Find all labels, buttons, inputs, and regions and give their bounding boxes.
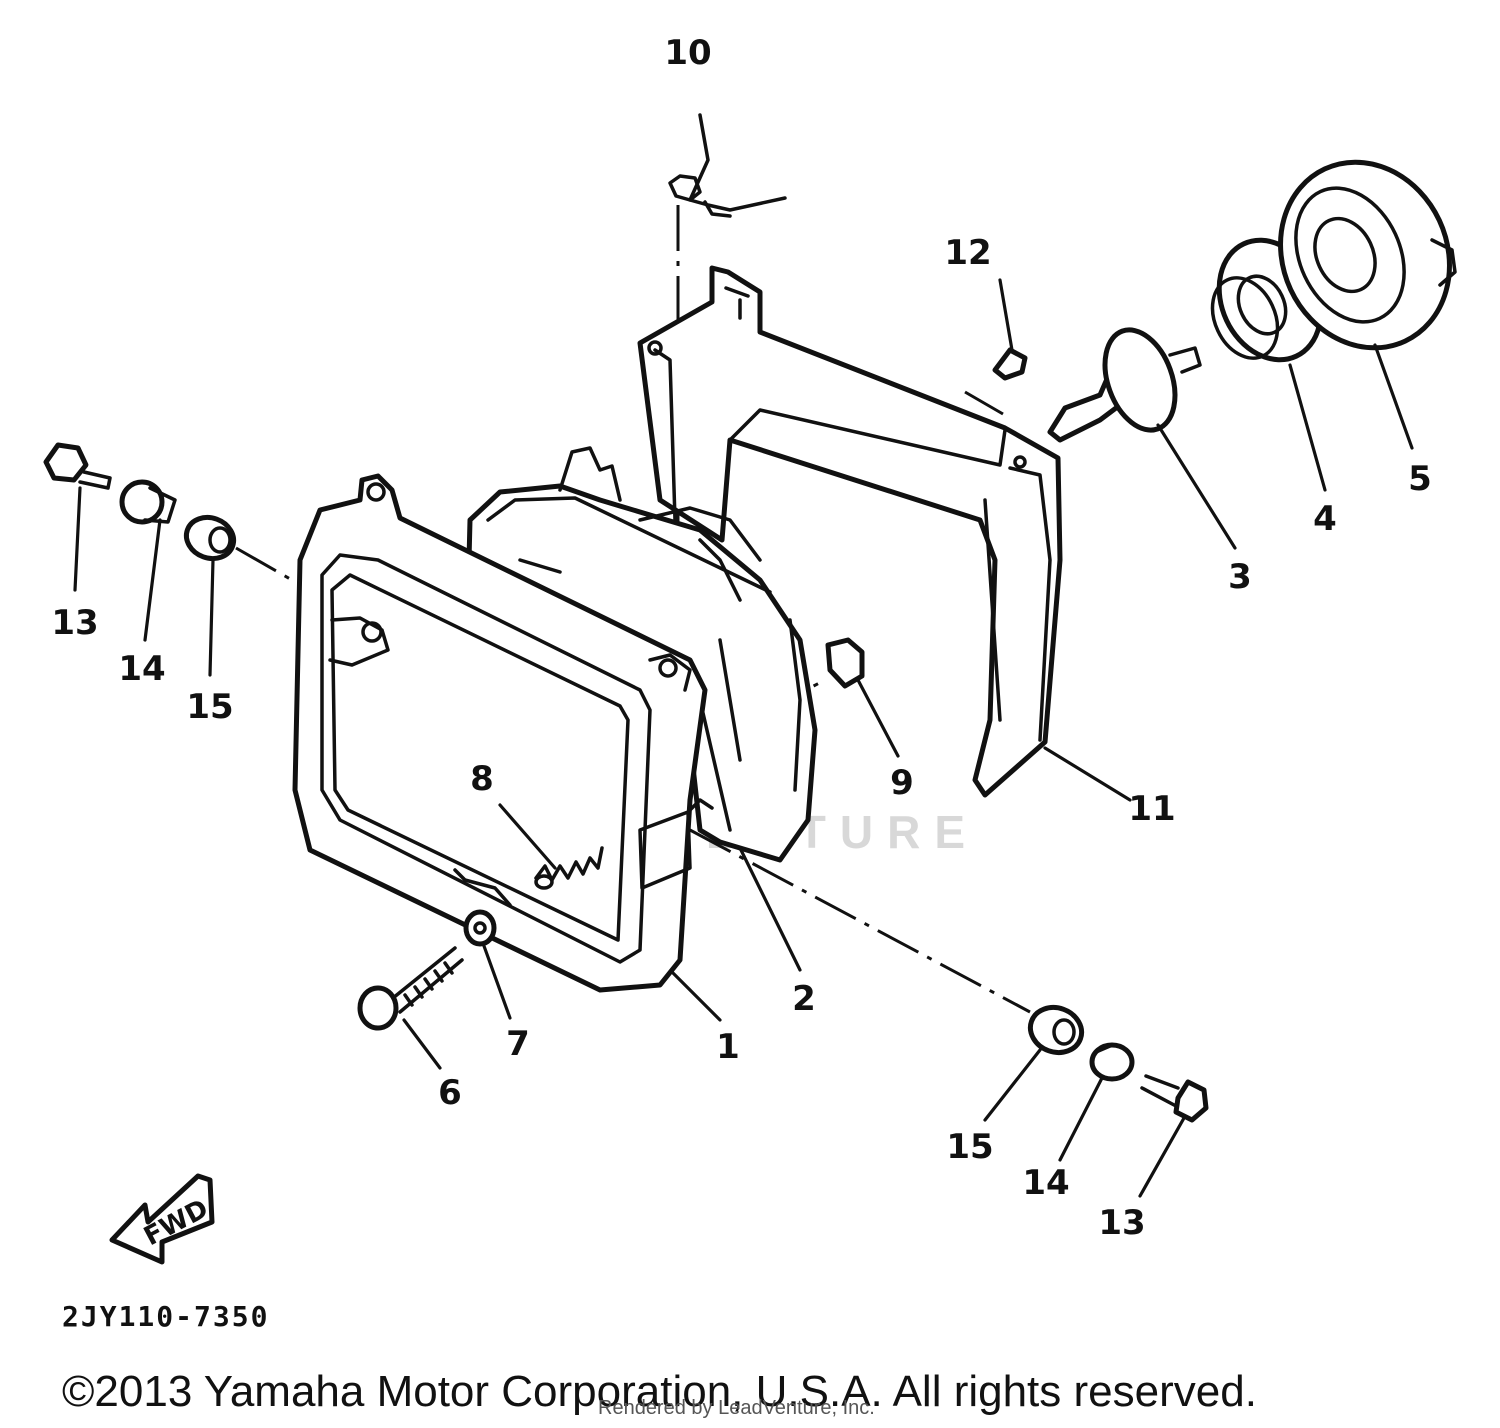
part-6-adjusting-screw: [357, 946, 464, 1031]
rendered-by-text: Rendered by LeadVenture, Inc.: [598, 1397, 875, 1419]
fwd-arrow: FWD: [109, 1173, 215, 1265]
callout-2: 2: [792, 979, 816, 1019]
part-1-headlight-rim: [292, 473, 714, 993]
callout-4: 4: [1313, 499, 1337, 539]
callout-6: 6: [438, 1073, 462, 1113]
leader-lines: [73, 278, 1414, 1198]
callout-14-right: 14: [1022, 1163, 1069, 1203]
diagram-code: 2JY110-7350: [62, 1300, 269, 1333]
callout-13-right: 13: [1098, 1203, 1145, 1243]
callout-13-left: 13: [51, 603, 98, 643]
callout-labels: 10 12 5 4 3 13 14 15 8 9 11 2 1 7 6 15 1…: [51, 33, 1432, 1243]
callout-3: 3: [1228, 557, 1252, 597]
callout-8: 8: [470, 759, 494, 799]
part-8-spring: [534, 846, 604, 890]
part-7-nut: [463, 909, 497, 947]
right-mount-hardware: [1027, 1004, 1209, 1123]
part-3-bulb: [1047, 327, 1202, 443]
part-5-rubber-boot: [1278, 159, 1457, 351]
part-11-headlight-cover: [637, 265, 1063, 798]
callout-15-left: 15: [186, 687, 233, 727]
callout-5: 5: [1408, 459, 1432, 499]
callout-11: 11: [1128, 789, 1175, 829]
callout-1: 1: [716, 1027, 740, 1067]
part-10-wire-clip: [668, 113, 787, 218]
callout-15-right: 15: [946, 1127, 993, 1167]
part-12-screw: [992, 347, 1028, 381]
callout-12: 12: [944, 233, 991, 273]
callout-14-left: 14: [118, 649, 165, 689]
copyright-text: ©2013 Yamaha Motor Corporation, U.S.A. A…: [62, 1367, 1257, 1416]
callout-7: 7: [506, 1024, 530, 1064]
left-mount-hardware: [43, 442, 237, 562]
part-9-nut: [825, 637, 865, 689]
callout-10: 10: [664, 33, 711, 73]
callout-9: 9: [890, 763, 914, 803]
